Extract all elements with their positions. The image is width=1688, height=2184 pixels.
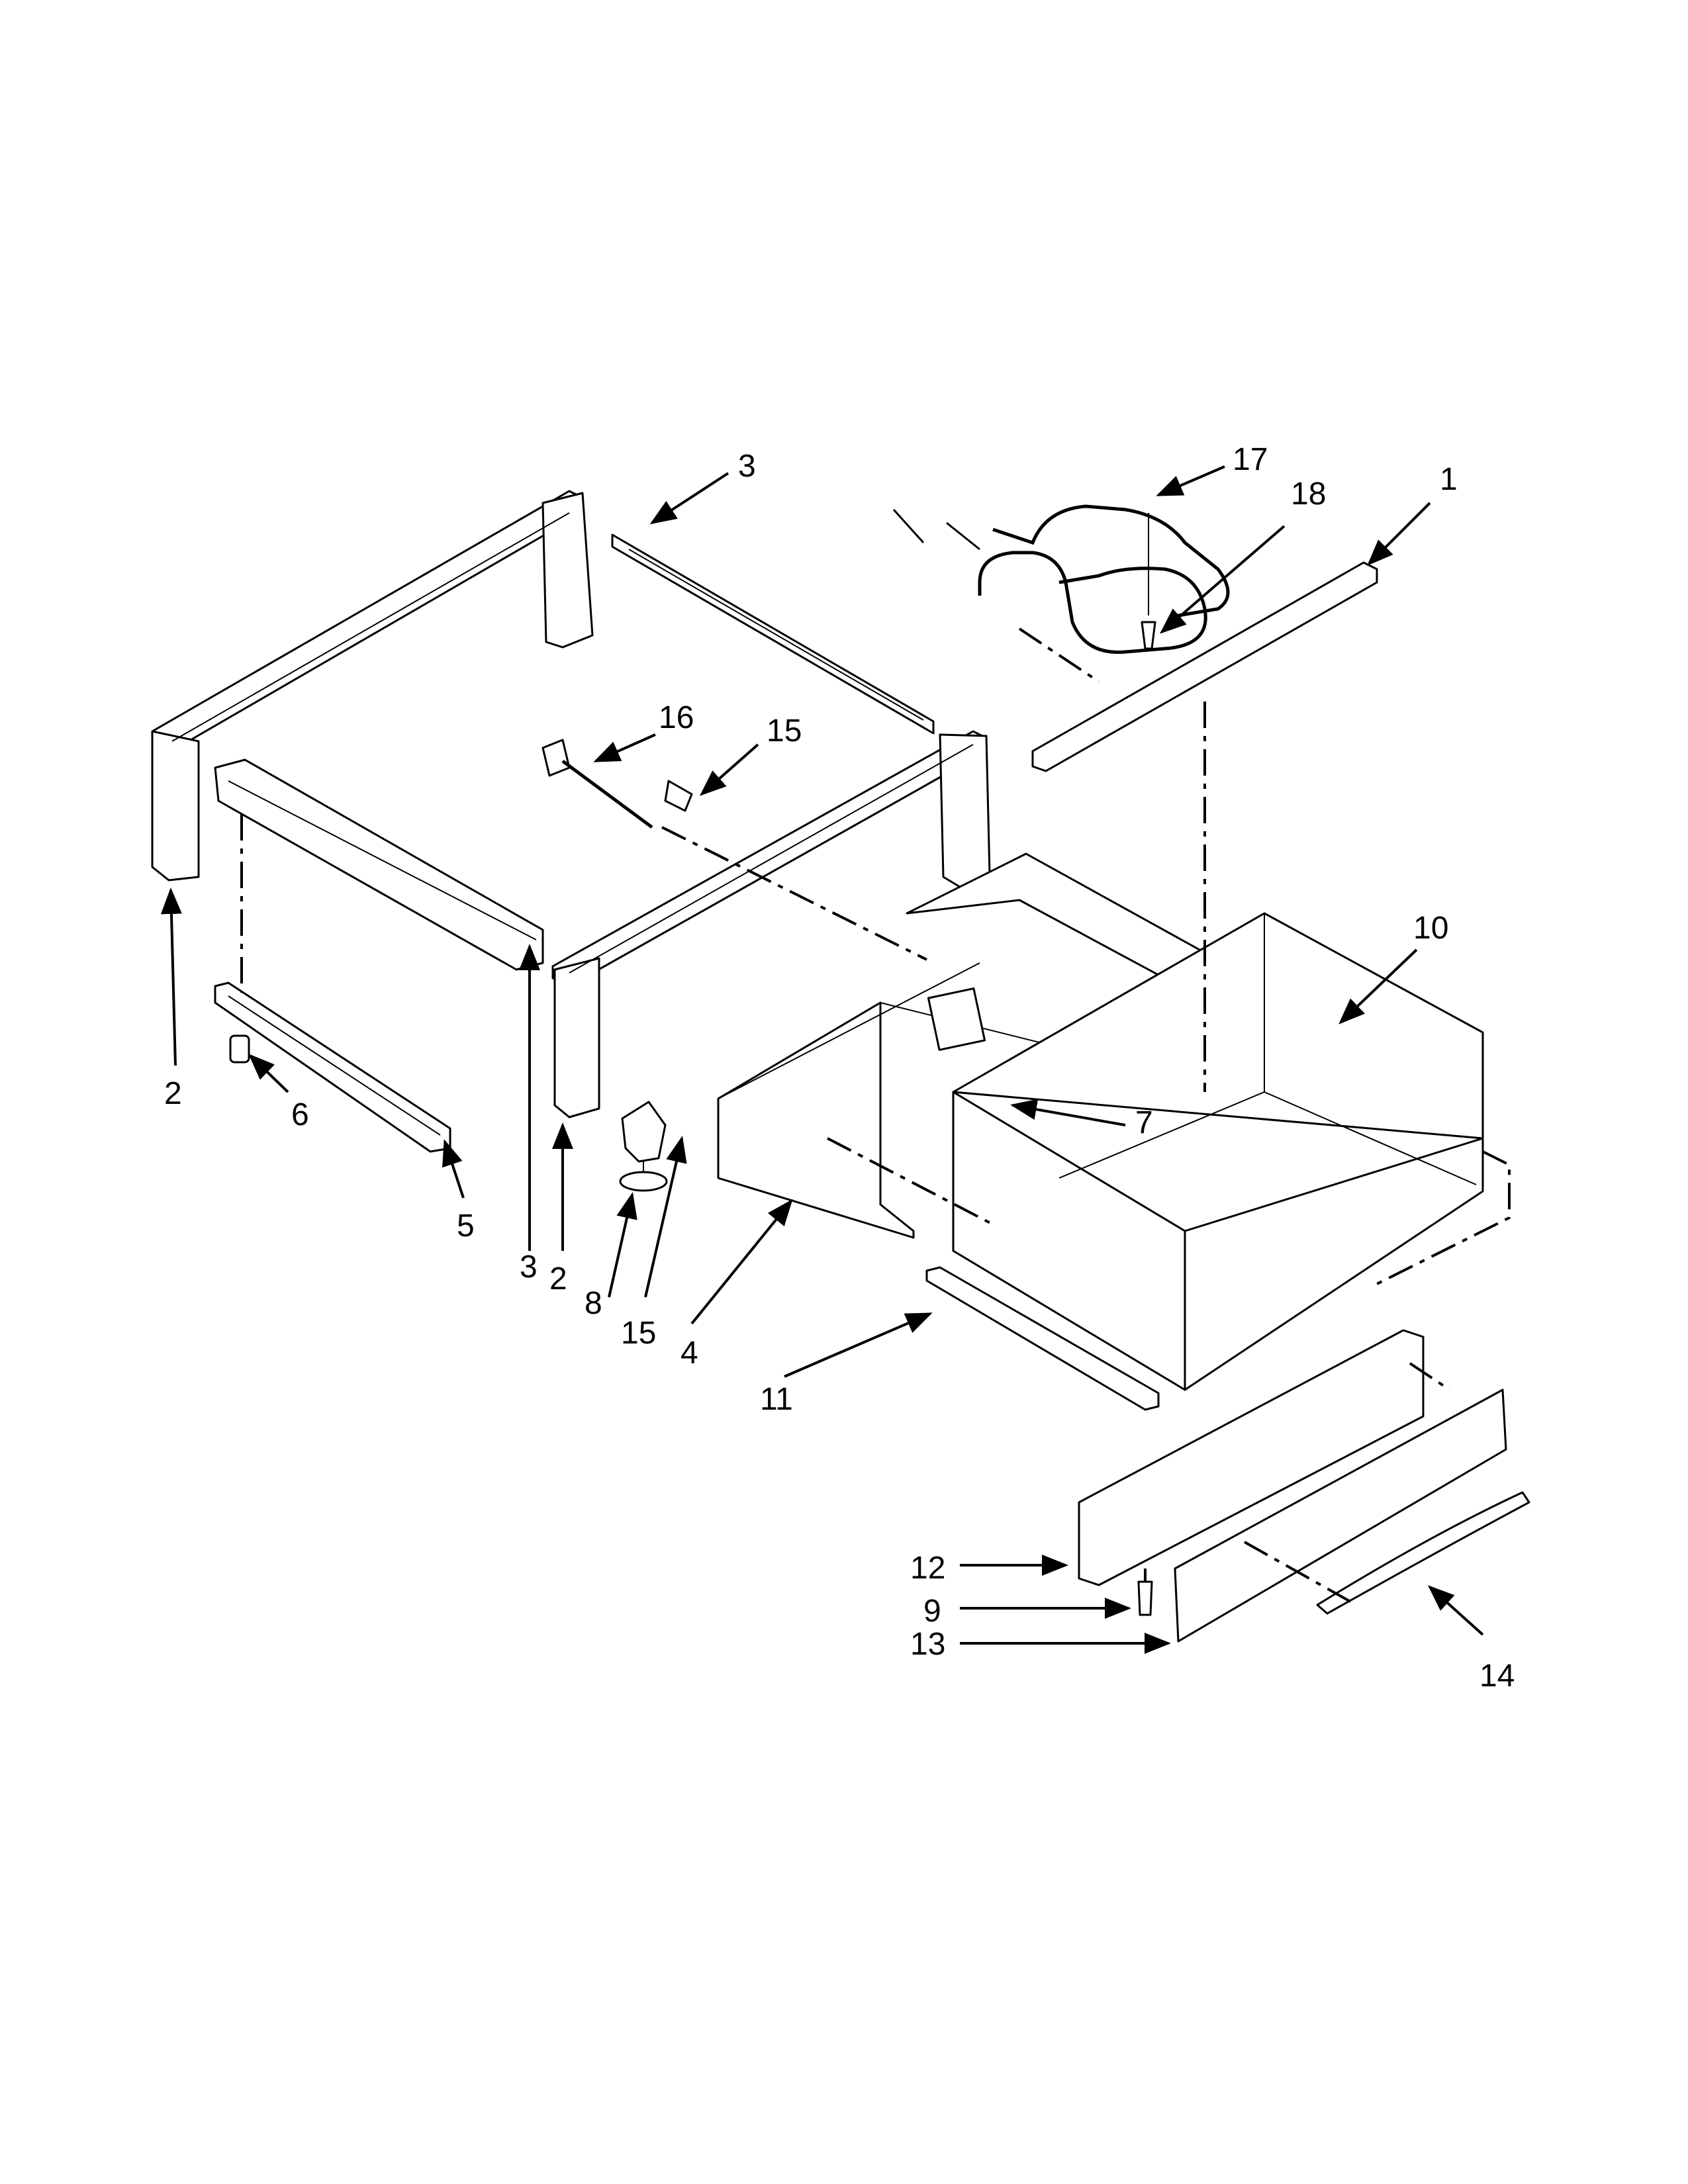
callout-9: 9 [923, 1594, 941, 1629]
drawer-handle [1316, 1491, 1530, 1615]
rod-screw [664, 780, 693, 812]
inner-drawer-front [1078, 1329, 1425, 1586]
callout-13: 13 [910, 1627, 945, 1662]
callout-4: 4 [680, 1336, 698, 1371]
outer-drawer-front [1174, 1388, 1507, 1643]
left-front-leg [151, 730, 200, 882]
drawer-front-screw [1137, 1580, 1153, 1616]
callout-3-bottom: 3 [520, 1250, 538, 1285]
housing-left-side [717, 1001, 915, 1239]
callout-1: 1 [1440, 462, 1458, 497]
leader-arrows [160, 465, 1484, 1654]
bake-element [892, 504, 1230, 654]
leveling-bracket-assembly [214, 981, 668, 1192]
callout-18: 18 [1291, 477, 1326, 512]
callout-17: 17 [1233, 442, 1268, 477]
warming-drawer [952, 912, 1511, 1391]
leveling-rail [214, 981, 451, 1153]
callout-11: 11 [760, 1382, 793, 1417]
callout-12: 12 [910, 1551, 945, 1586]
right-front-leg [553, 957, 600, 1118]
trim-strip [1031, 561, 1378, 772]
drawer-right-wall [1184, 1137, 1484, 1391]
leveling-foot [229, 1034, 250, 1064]
callout-7: 7 [1135, 1105, 1153, 1140]
drawer-slide [925, 1266, 1160, 1411]
callout-15-upper: 15 [767, 713, 802, 749]
callout-2-right: 2 [549, 1261, 567, 1297]
drawer-back-wall [952, 912, 1484, 1140]
alignment-lines [240, 627, 1451, 1603]
element-screw [1141, 621, 1156, 650]
front-cross-rail [214, 758, 544, 971]
housing-panel [927, 987, 986, 1051]
callout-2-left: 2 [164, 1076, 182, 1111]
rear-rail [611, 533, 935, 735]
leg-leveler [621, 1101, 667, 1163]
left-rear-leg [541, 492, 594, 649]
callout-16: 16 [659, 700, 694, 735]
rod-bracket [541, 739, 693, 829]
callout-14: 14 [1479, 1659, 1515, 1694]
callout-3-top: 3 [738, 449, 756, 484]
frame-assembly [151, 490, 991, 1118]
callout-5: 5 [457, 1208, 475, 1244]
callout-labels: 1 2 2 3 3 4 5 6 7 8 9 10 11 12 13 14 15 … [164, 442, 1515, 1694]
leveler-base [619, 1171, 668, 1192]
callout-6: 6 [291, 1097, 309, 1132]
right-rear-leg [939, 733, 991, 888]
callout-15-lower: 15 [621, 1316, 656, 1351]
callout-10: 10 [1413, 911, 1448, 946]
callout-8: 8 [585, 1286, 602, 1321]
right-side-rail [551, 730, 988, 987]
